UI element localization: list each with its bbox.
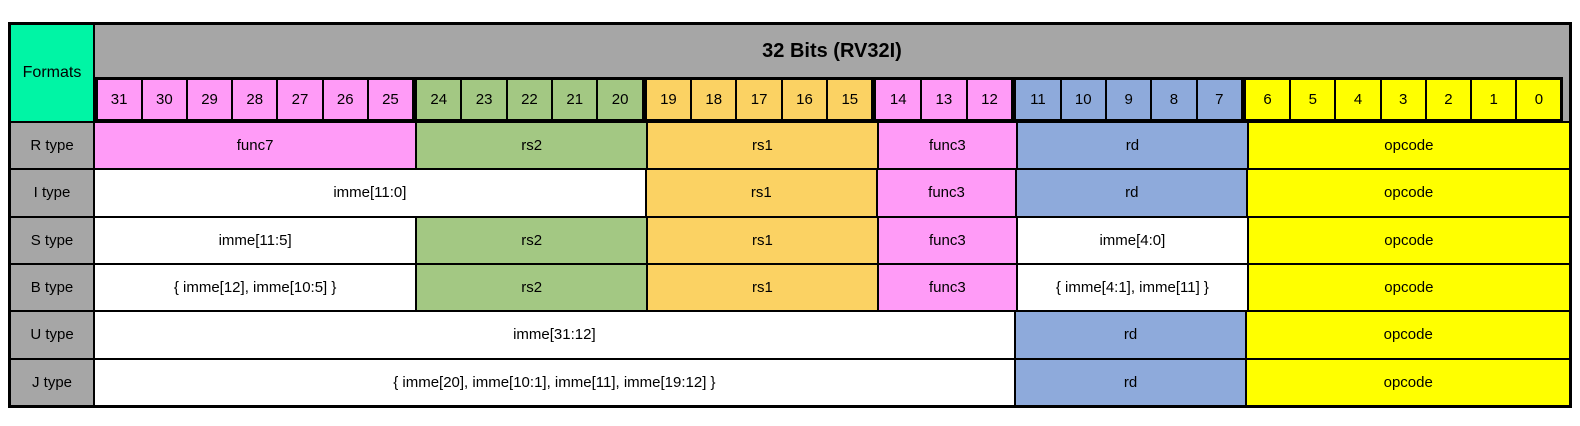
bit-number-cell: 29 xyxy=(187,79,232,119)
field-cell: opcode xyxy=(1247,312,1569,358)
bit-number-cell: 12 xyxy=(967,79,1012,119)
field-cell: func3 xyxy=(877,170,1016,216)
bit-number-cell: 23 xyxy=(462,79,506,119)
field-cell: imme[4:0] xyxy=(1018,217,1247,263)
field-cell: { imme[12], imme[10:5] } xyxy=(95,264,416,311)
row-label: I type xyxy=(11,170,93,216)
field-cell: imme[11:5] xyxy=(95,217,416,263)
bit-number-cell: 17 xyxy=(737,79,781,119)
bit-number-cell: 3 xyxy=(1381,79,1425,119)
bit-number-cell: 26 xyxy=(323,79,367,119)
field-cell: rs1 xyxy=(646,170,876,216)
row-label: U type xyxy=(11,312,93,358)
bit-number-cell: 0 xyxy=(1517,79,1561,119)
bit-number-cell: 8 xyxy=(1152,79,1196,119)
field-cell: rs2 xyxy=(417,217,646,263)
field-cell: rs1 xyxy=(648,123,877,169)
formats-corner-cell: Formats xyxy=(11,25,93,121)
field-cell: opcode xyxy=(1247,359,1569,405)
field-cell: rd xyxy=(1017,170,1247,216)
bit-number-cell: 28 xyxy=(233,79,277,119)
bit-number-cell: 19 xyxy=(646,79,691,119)
field-cell: rs1 xyxy=(648,264,877,311)
field-cell: { imme[20], imme[10:1], imme[11], imme[1… xyxy=(95,359,1014,405)
field-cell: rd xyxy=(1015,359,1246,405)
row-label: J type xyxy=(11,359,93,405)
row-label: B type xyxy=(11,264,93,311)
field-cell: imme[31:12] xyxy=(95,312,1014,358)
field-cell: opcode xyxy=(1248,264,1569,311)
bit-number-cell: 20 xyxy=(598,79,642,119)
bit-number-cell: 5 xyxy=(1291,79,1335,119)
bit-number-cell: 15 xyxy=(828,79,872,119)
field-cell: imme[11:0] xyxy=(95,170,645,216)
bit-number-cell: 30 xyxy=(142,79,186,119)
bit-number-cell: 24 xyxy=(417,79,461,119)
bit-number-cell: 16 xyxy=(782,79,827,119)
bit-number-cell: 22 xyxy=(507,79,552,119)
row-label: S type xyxy=(11,217,93,263)
bit-number-cell: 1 xyxy=(1472,79,1516,119)
bit-number-cell: 2 xyxy=(1426,79,1471,119)
field-cell: opcode xyxy=(1248,123,1569,169)
field-cell: rs1 xyxy=(648,217,877,263)
bit-number-cell: 6 xyxy=(1245,79,1290,119)
bit-number-cell: 21 xyxy=(553,79,597,119)
bit-number-cell: 10 xyxy=(1061,79,1105,119)
field-cell: opcode xyxy=(1248,217,1569,263)
field-cell: opcode xyxy=(1248,170,1569,216)
bit-number-cell: 27 xyxy=(278,79,322,119)
bit-number-cell: 9 xyxy=(1106,79,1151,119)
bit-number-cell: 14 xyxy=(876,79,921,119)
bit-number-cell: 13 xyxy=(922,79,966,119)
field-cell: func3 xyxy=(878,123,1016,169)
bit-number-cell: 25 xyxy=(368,79,413,119)
bit-number-cell: 31 xyxy=(97,79,141,119)
field-cell: func3 xyxy=(878,264,1016,311)
format-row: J type{ imme[20], imme[10:1], imme[11], … xyxy=(11,359,1569,405)
bit-number-cell: 18 xyxy=(692,79,736,119)
bit-number-cell: 7 xyxy=(1197,79,1241,119)
field-cell: rs2 xyxy=(417,123,646,169)
field-cell: rd xyxy=(1018,123,1247,169)
bit-number-cell: 4 xyxy=(1336,79,1380,119)
bit-number-cell: 11 xyxy=(1016,79,1060,119)
field-cell: func7 xyxy=(95,123,416,169)
field-cell: { imme[4:1], imme[11] } xyxy=(1018,264,1247,311)
table-title: 32 Bits (RV32I) xyxy=(762,39,902,62)
field-cell: func3 xyxy=(878,217,1016,263)
row-label: R type xyxy=(11,123,93,169)
field-cell: rd xyxy=(1015,312,1246,358)
field-cell: rs2 xyxy=(417,264,646,311)
